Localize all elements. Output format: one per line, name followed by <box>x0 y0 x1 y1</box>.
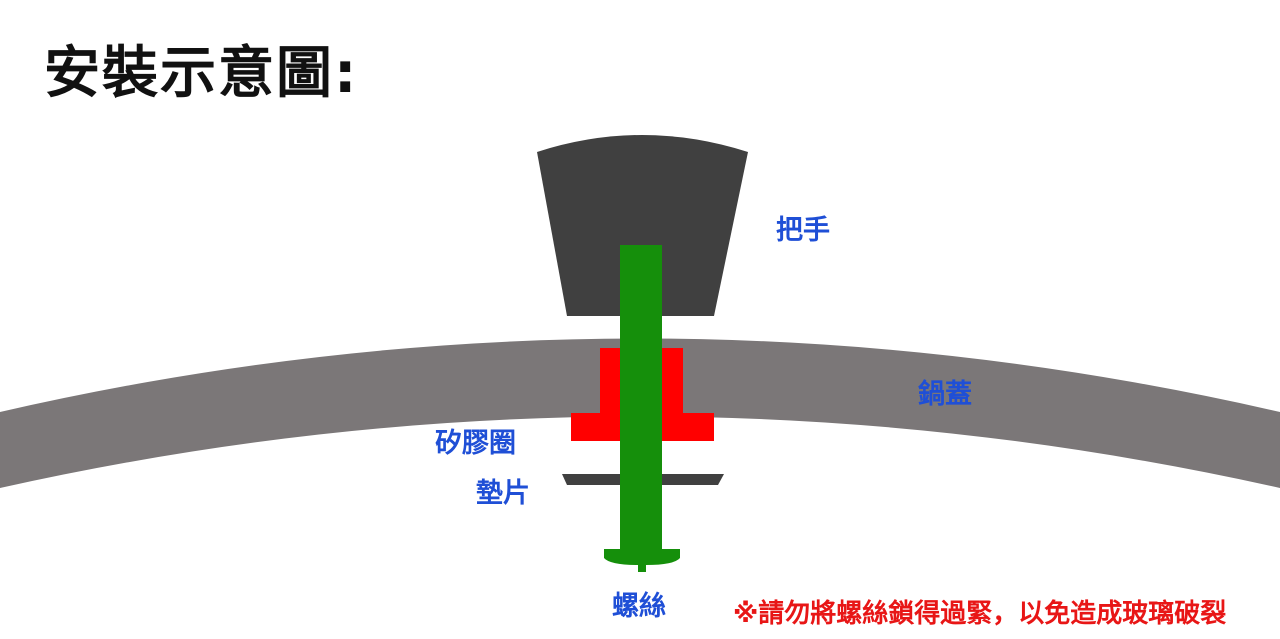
lid-label: 鍋蓋 <box>918 379 972 410</box>
handle-label: 把手 <box>776 215 830 246</box>
screw-shaft <box>620 245 662 555</box>
warning-note: ※請勿將螺絲鎖得過緊，以免造成玻璃破裂 <box>733 599 1227 629</box>
page-title: 安裝示意圖: <box>44 41 359 106</box>
screw-label: 螺絲 <box>612 591 666 622</box>
silicone-ring-label: 矽膠圈 <box>435 428 516 459</box>
screw-head <box>604 549 680 572</box>
washer-label: 墊片 <box>476 478 530 509</box>
handle <box>537 135 748 316</box>
